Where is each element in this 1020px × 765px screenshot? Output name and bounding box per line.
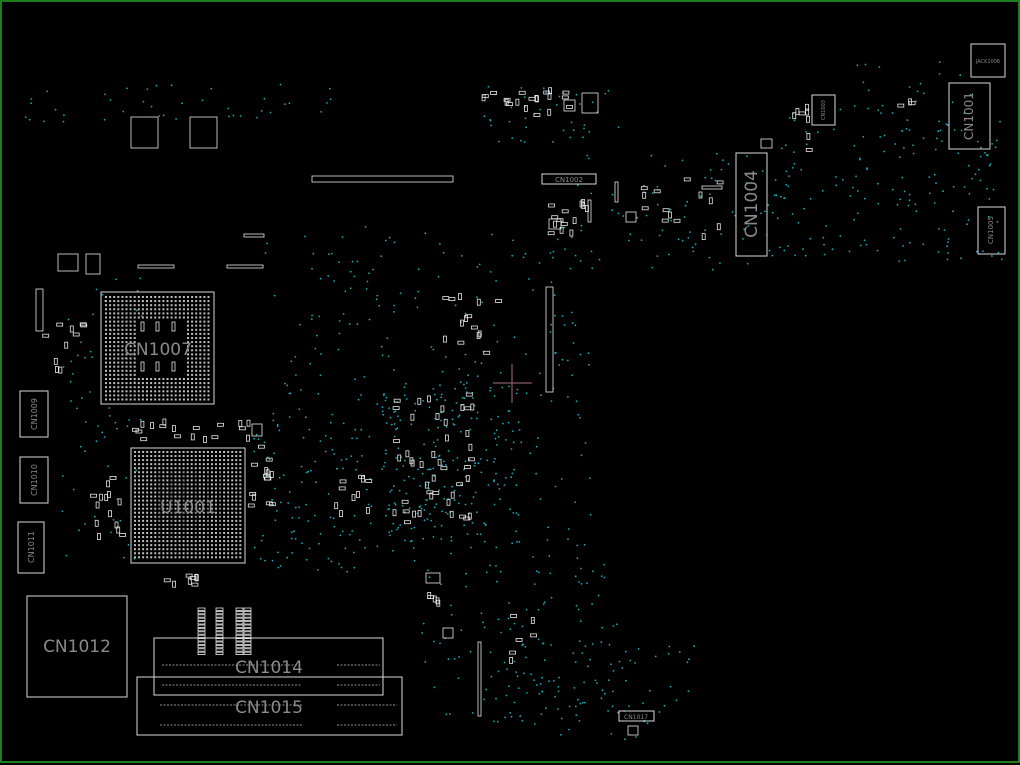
cn1002-outline <box>541 173 597 185</box>
via-layer <box>24 61 1003 741</box>
u1001-label: U1001 <box>160 498 216 518</box>
cn1010-part[interactable]: CN1010 <box>19 456 49 504</box>
pad-block <box>425 572 441 584</box>
u1001-ball-grid <box>134 451 242 559</box>
cn1001-part[interactable]: CN1001 <box>948 82 991 150</box>
cn1004-label: CN1004 <box>742 170 762 238</box>
resistor <box>587 199 592 223</box>
cn1003-label: CN1003 <box>821 100 827 120</box>
cn1005-label: CN1005 <box>987 216 995 244</box>
cn1005-outline <box>977 206 1006 255</box>
cn1011-outline <box>17 521 45 574</box>
jack1006-label: JACK1006 <box>975 59 1000 65</box>
cn1005-part[interactable]: CN1005 <box>977 206 1006 255</box>
cn1011-part[interactable]: CN1011 <box>17 521 45 574</box>
cn1010-outline <box>19 456 49 504</box>
smd-component-layer <box>42 87 916 664</box>
connector-strip <box>477 641 482 717</box>
pad-block <box>57 253 79 272</box>
parts-layer: CN1007 U1001 CN1009 CN1010 CN1011 <box>17 43 1006 736</box>
cn1009-label: CN1009 <box>30 398 39 430</box>
connector-strip <box>545 286 554 393</box>
pad-block <box>625 211 637 223</box>
cn1002-part[interactable]: CN1002 <box>541 173 597 185</box>
cn1001-label: CN1001 <box>962 92 976 140</box>
resistor <box>243 233 265 238</box>
pad-block <box>442 627 454 639</box>
cn1009-outline <box>19 390 49 438</box>
pad-block <box>85 253 101 275</box>
crosshair-cursor-icon <box>493 364 532 403</box>
jack1006-outline <box>970 43 1006 78</box>
pad-block <box>760 138 773 149</box>
resistor <box>226 264 264 269</box>
pad-block <box>581 92 599 114</box>
cn1007-outline <box>100 291 215 405</box>
cn1012-part[interactable]: CN1012 <box>26 595 128 698</box>
cn1014-label: CN1014 <box>235 658 303 678</box>
cn1003-part[interactable]: CN1003 <box>811 94 836 126</box>
cn1017-part[interactable]: CN1017 <box>618 710 655 722</box>
cn1001-outline <box>948 82 991 150</box>
cn1017-label: CN1017 <box>624 714 648 721</box>
cn1012-label: CN1012 <box>43 637 111 657</box>
pad-block <box>189 116 218 149</box>
pad-block <box>251 423 263 437</box>
cn1010-label: CN1010 <box>30 464 39 496</box>
cn1009-part[interactable]: CN1009 <box>19 390 49 438</box>
cn1015-part[interactable]: CN1015 <box>136 676 403 736</box>
cn1015-label: CN1015 <box>235 698 303 718</box>
cn1011-label: CN1011 <box>27 531 36 563</box>
cn1012-outline <box>26 595 128 698</box>
cn1017-outline <box>618 710 655 722</box>
resistor <box>137 264 175 269</box>
cn1007-label: CN1007 <box>124 340 192 360</box>
cn1004-outline <box>735 152 768 257</box>
resistor <box>701 185 723 190</box>
u1001-outline <box>130 447 246 564</box>
resistor <box>614 181 619 203</box>
cn1014-outline <box>153 637 384 696</box>
cn1002-label: CN1002 <box>555 176 583 184</box>
u1001-part[interactable]: U1001 <box>130 447 246 564</box>
jack1006-part[interactable]: JACK1006 <box>970 43 1006 78</box>
cn1003-outline <box>811 94 836 126</box>
connector-strip <box>35 288 44 332</box>
dimm-pad-stack <box>197 607 252 656</box>
cn1014-part[interactable]: CN1014 <box>153 637 384 696</box>
pad-block <box>627 725 639 736</box>
pad-block <box>130 116 159 149</box>
cn1015-outline <box>136 676 403 736</box>
cn1004-part[interactable]: CN1004 <box>735 152 768 257</box>
cn1007-part[interactable]: CN1007 <box>100 291 215 405</box>
connector-strip <box>311 175 454 183</box>
cn1007-ball-grid <box>105 296 210 401</box>
pad-block <box>563 99 576 112</box>
